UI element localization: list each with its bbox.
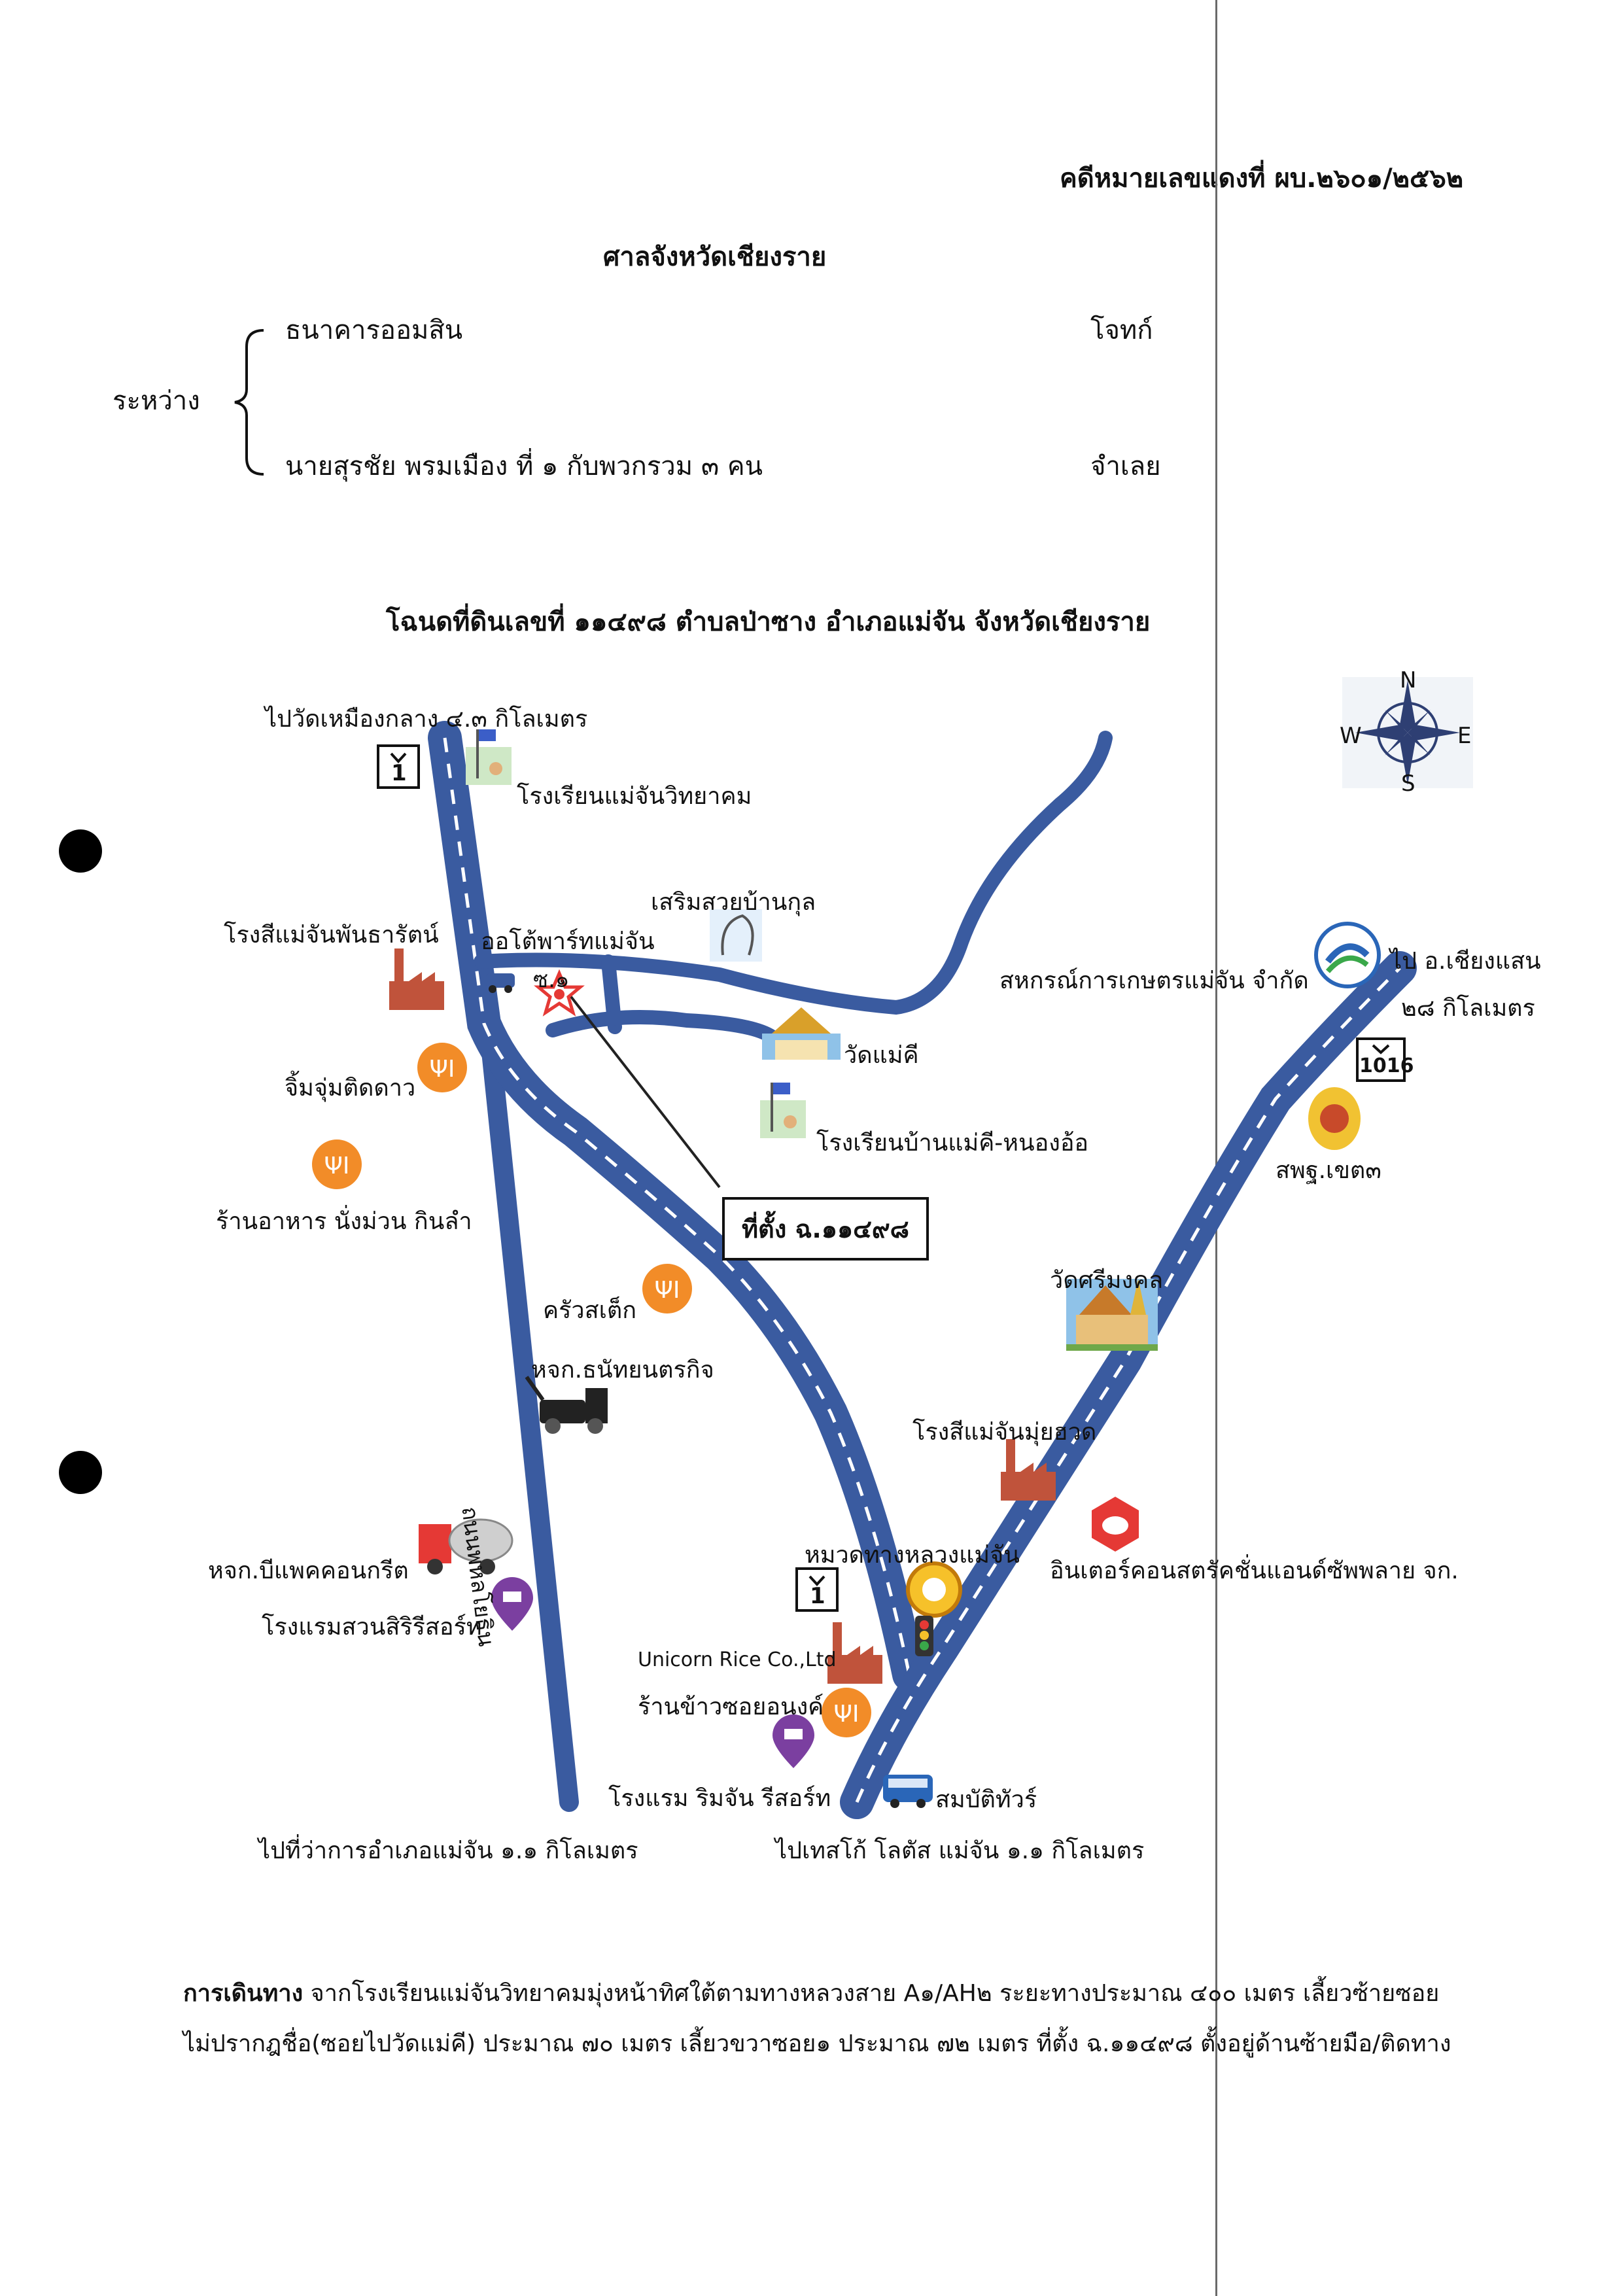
directions-line-1: การเดินทาง จากโรงเรียนแม่จันวิทยาคมมุ่งห… — [183, 1974, 1439, 2011]
school-icon — [760, 1083, 806, 1138]
label-krua-sadek: ครัวสเต็ก — [543, 1297, 637, 1324]
label-khao-soi: ร้านข้าวซอยอนงค์ — [638, 1694, 824, 1720]
label-coop: สหกรณ์การเกษตรแม่จัน จำกัด — [999, 967, 1309, 994]
restaurant-icon: ΨΙ — [417, 1043, 467, 1092]
highway-shield-1-south — [795, 1567, 839, 1612]
label-sombat-tour: สมบัติทัวร์ — [935, 1786, 1037, 1813]
temple-icon — [762, 1007, 841, 1060]
compass-s: S — [1401, 771, 1415, 797]
label-intercon: อินเตอร์คอนสตรัคชั่นแอนด์ซัพพลาย จก. — [1050, 1557, 1459, 1584]
highway-shield-1016 — [1356, 1037, 1406, 1082]
margin-line — [1215, 0, 1217, 2296]
compass-e: E — [1457, 723, 1472, 749]
location-box: ที่ตั้ง ฉ.๑๑๔๙๘ — [722, 1197, 929, 1261]
map-title: โฉนดที่ดินเลขที่ ๑๑๔๙๘ ตำบลป่าซาง อำเภอแ… — [386, 607, 1151, 637]
label-salon: เสริมสวยบ้านกุล — [651, 889, 816, 916]
location-pointer — [568, 993, 721, 1189]
label-jimjum: จิ้มจุ่มติดดาว — [285, 1075, 416, 1102]
label-resort-suan: โรงแรมสวนสิริรีสอร์ท — [262, 1614, 482, 1641]
label-concrete: หจก.บีแพคคอนกรีต — [208, 1557, 409, 1584]
directions-text-1: จากโรงเรียนแม่จันวิทยาคมมุ่งหน้าทิศใต้ตา… — [303, 1980, 1440, 2007]
label-edu-office: สพฐ.เขต๓ — [1276, 1157, 1381, 1184]
concrete-truck-icon — [419, 1518, 513, 1574]
highway-shield-1-north — [377, 744, 420, 789]
label-tow-thanya: หจก.ธนัทยนตรกิจ — [531, 1357, 714, 1383]
school-icon — [466, 729, 512, 785]
label-wat-mae-khi: วัดแม่คี — [844, 1042, 919, 1069]
court-name: ศาลจังหวัดเชียงราย — [603, 242, 827, 272]
case-number: คดีหมายเลขแดงที่ ผบ.๒๖๐๑/๒๕๖๒ — [1060, 164, 1464, 194]
factory-icon — [827, 1622, 882, 1684]
label-to-chiang-saen-2: ๒๘ กิโลเมตร — [1401, 995, 1535, 1022]
directions-label: การเดินทาง — [183, 1980, 304, 2007]
punch-hole — [59, 829, 102, 873]
label-autopart: ออโต้พาร์ทแม่จัน — [481, 928, 655, 955]
hotel-pin-icon — [773, 1714, 814, 1768]
label-riverside-hotel: โรงแรม ริมจัน รีสอร์ท — [608, 1785, 831, 1812]
directions-line-2: ไม่ปรากฎชื่อ(ซอยไปวัดแม่คี) ประมาณ ๗๐ เม… — [183, 2030, 1451, 2057]
svg-text:ΨΙ: ΨΙ — [834, 1701, 860, 1728]
plaintiff-role: โจทก์ — [1090, 315, 1153, 345]
hotel-pin-icon — [491, 1577, 533, 1631]
shield-1-north-number: 1 — [391, 760, 407, 786]
label-to-district-office: ไปที่ว่าการอำเภอแม่จัน ๑.๑ กิโลเมตร — [258, 1837, 638, 1864]
salon-icon — [710, 909, 762, 962]
label-soi-1: ซ.๑ — [533, 967, 570, 993]
road-highway-1 — [428, 721, 926, 1692]
compass-w: W — [1340, 723, 1362, 749]
svg-text:ΨΙ: ΨΙ — [655, 1277, 680, 1304]
label-to-wat-mueang-klang: ไปวัดเหมืองกลาง ๔.๓ กิโลเมตร — [265, 706, 588, 733]
restaurant-icon: ΨΙ — [822, 1688, 871, 1737]
highway-seal-icon — [906, 1561, 962, 1618]
between-label: ระหว่าง — [113, 386, 200, 416]
coop-logo-icon — [1314, 922, 1381, 988]
svg-text:ΨΙ: ΨΙ — [430, 1056, 455, 1083]
shield-1-south-number: 1 — [810, 1583, 825, 1609]
label-highway-district: หมวดทางหลวงแม่จัน — [805, 1542, 1020, 1569]
label-school-mae-khi: โรงเรียนบ้านแม่คี-หนองอ้อ — [816, 1130, 1089, 1157]
label-to-tesco: ไปเทสโก้ โลตัส แม่จัน ๑.๑ กิโลเมตร — [775, 1837, 1145, 1864]
label-wat-sri-mongkol: วัดศรีมงคล — [1050, 1267, 1164, 1294]
label-mill-phanthara: โรงสีแม่จันพันธารัตน์ — [224, 922, 439, 948]
traffic-light-icon — [915, 1616, 933, 1656]
star-location-icon — [534, 969, 585, 1017]
svg-text:ΨΙ: ΨΙ — [324, 1153, 350, 1179]
factory-icon — [1001, 1439, 1056, 1501]
label-restaurant-nangman: ร้านอาหาร นั่งม่วน กินลำ — [216, 1208, 472, 1235]
road-1016 — [840, 951, 1417, 1819]
elephant-icon — [1092, 1497, 1139, 1552]
label-unicorn: Unicorn Rice Co.,Ltd — [638, 1648, 837, 1671]
restaurant-icon: ΨΙ — [642, 1264, 692, 1313]
restaurant-icon: ΨΙ — [312, 1139, 362, 1189]
label-to-chiang-saen-1: ไป อ.เชียงแสน — [1390, 948, 1541, 975]
car-icon — [486, 973, 515, 993]
label-mill-muiheng: โรงสีแม่จันมุ่ยฮวด — [912, 1419, 1097, 1446]
factory-icon — [389, 948, 444, 1010]
tow-truck-icon — [525, 1376, 608, 1434]
defendant-role: จำเลย — [1090, 451, 1161, 481]
label-school-maechan: โรงเรียนแม่จันวิทยาคม — [517, 783, 752, 810]
temple-icon — [1066, 1279, 1158, 1351]
plaintiff-name: ธนาคารออมสิน — [285, 315, 463, 345]
compass-n: N — [1400, 667, 1417, 693]
shield-1016-number: 1016 — [1359, 1054, 1414, 1077]
road-soi-mae-khi — [474, 731, 1113, 1044]
bus-icon — [883, 1775, 933, 1808]
edu-office-logo-icon — [1308, 1087, 1361, 1150]
party-brace — [234, 329, 264, 476]
compass-icon — [1342, 677, 1473, 788]
punch-hole — [59, 1451, 102, 1494]
defendant-name: นายสุรชัย พรมเมือง ที่ ๑ กับพวกรวม ๓ คน — [285, 451, 763, 481]
